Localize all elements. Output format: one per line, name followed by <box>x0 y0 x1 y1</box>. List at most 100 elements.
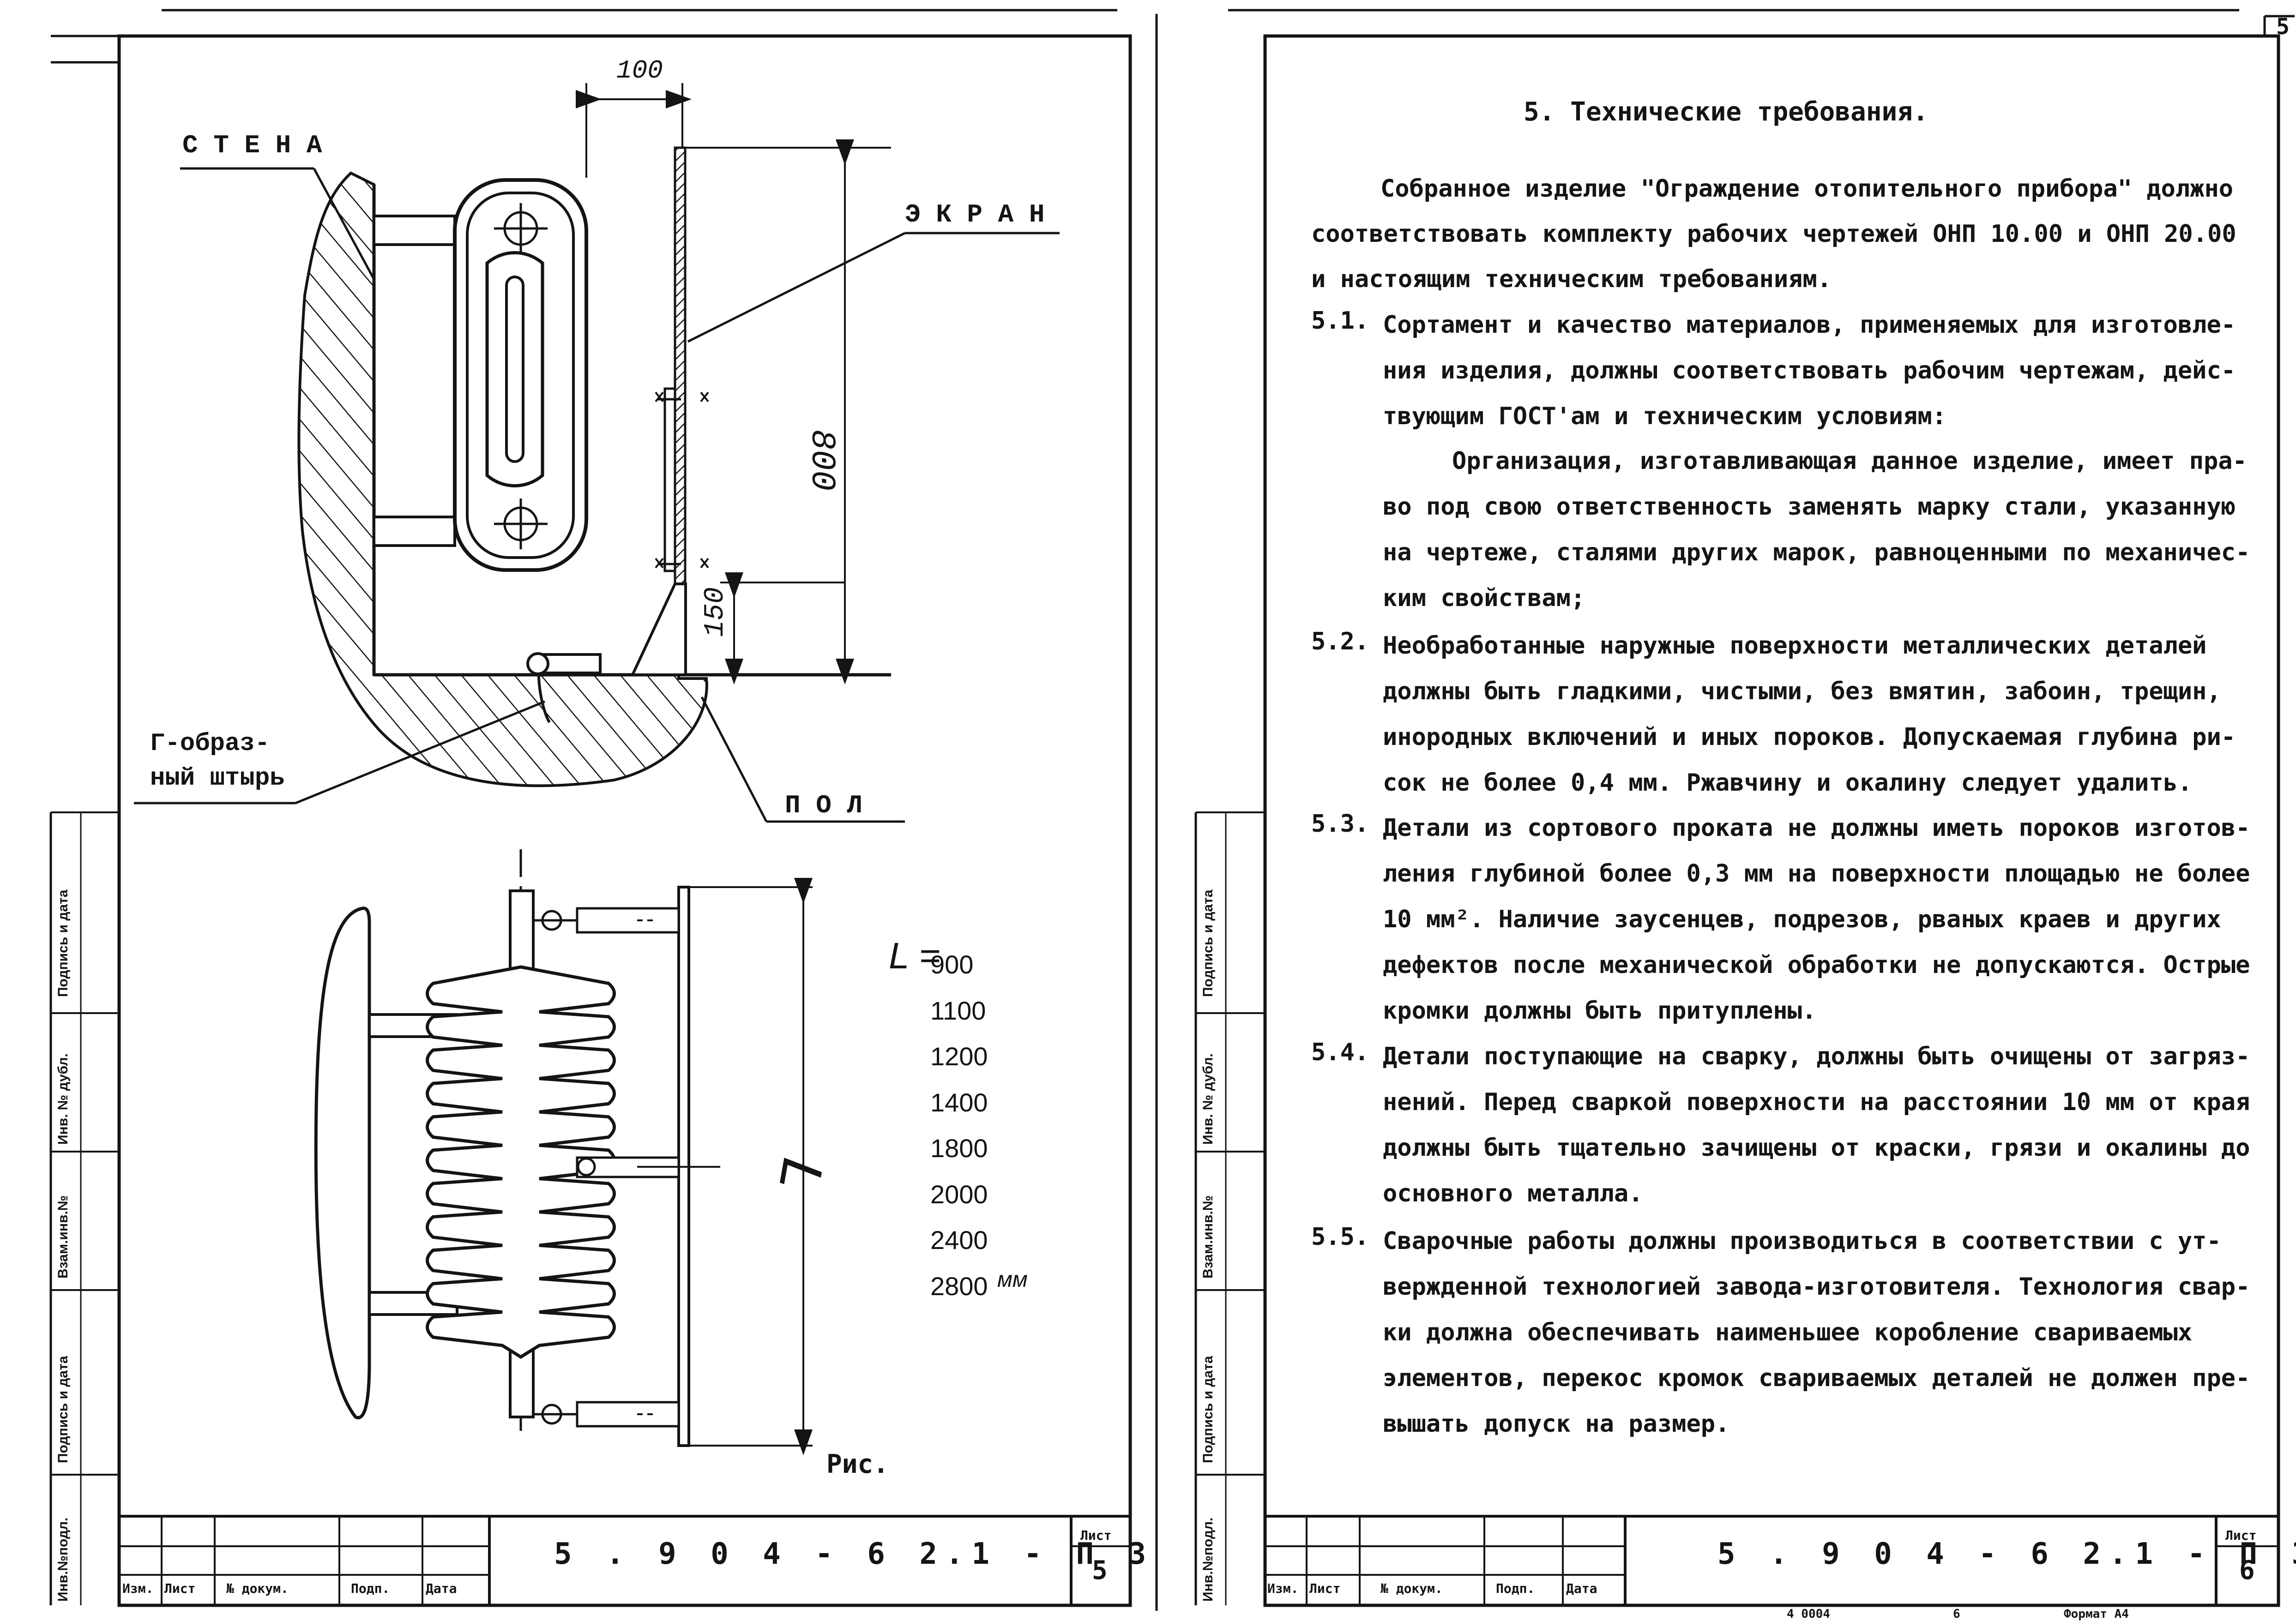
item-line: Детали из сортового проката не должны им… <box>1383 814 2250 842</box>
corner-page-mark: 5 <box>2276 14 2290 40</box>
item-line: ки должна обеспечивать наименьшее коробл… <box>1383 1319 2193 1346</box>
label-screen: Э К Р А Н <box>905 200 1044 229</box>
stamp-header-izm: Изм. <box>1267 1581 1299 1596</box>
length-value: 2400 <box>930 1225 988 1255</box>
stamp-header-sign: Подп. <box>1496 1581 1535 1596</box>
item-number: 5.1. <box>1311 307 1369 335</box>
item-line: Организация, изготавливающая данное изде… <box>1452 447 2247 475</box>
item-line: ким свойствам; <box>1383 584 1585 612</box>
dim-100: 100 <box>616 56 663 85</box>
stamp-header-doc: № докум. <box>1380 1581 1443 1596</box>
label-pin-line2: ный штырь <box>150 764 285 792</box>
item-line: Необработанные наружные поверхности мета… <box>1383 632 2207 660</box>
sheet-label: Лист <box>2225 1528 2257 1543</box>
section-title: 5. Технические требования. <box>1524 97 1928 127</box>
side-stamp-dup: Инв. № дубл. <box>55 1053 71 1145</box>
item-line: 10 мм². Наличие заусенцев, подрезов, рва… <box>1383 906 2221 933</box>
item-line: элементов, перекос кромок свариваемых де… <box>1383 1364 2250 1392</box>
document-code: 5 . 9 0 4 - 6 2.1 - П З <box>1717 1537 2296 1571</box>
side-stamp-dup: Инв. № дубл. <box>1200 1053 1216 1145</box>
item-line: инородных включений и иных пороков. Допу… <box>1383 723 2236 751</box>
item-line: нений. Перед сваркой поверхности на расс… <box>1383 1088 2250 1116</box>
length-value: 1400 <box>930 1087 988 1117</box>
length-value: 900 <box>930 950 974 979</box>
item-number: 5.4. <box>1311 1039 1369 1066</box>
intro-line: Собранное изделие "Ограждение отопительн… <box>1380 175 2234 203</box>
footer-copy: 6 <box>1953 1607 1960 1621</box>
requirement-item: Сварочные работы должны производиться в … <box>1383 1219 2251 1447</box>
stamp-header-sign: Подп. <box>351 1581 390 1596</box>
dim-800: 800 <box>802 429 841 491</box>
document-code: 5 . 9 0 4 - 6 2.1 - П З <box>554 1537 1155 1571</box>
requirement-item: Организация, изготавливающая данное изде… <box>1383 438 2251 621</box>
side-stamp-inv-orig: Инв.№подл. <box>55 1517 71 1602</box>
item-line: Детали поступающие на сварку, должны быт… <box>1383 1043 2250 1070</box>
length-value: 2800 <box>930 1271 988 1301</box>
footer-inventory: 4 0004 <box>1787 1607 1830 1621</box>
length-value: 2000 <box>930 1179 988 1209</box>
section-view: 100 800 150 С Т Е Н А Э К Р А Н П О Л Г-… <box>134 56 1060 823</box>
label-floor: П О Л <box>785 791 862 820</box>
item-line: ния изделия, должны соответствовать рабо… <box>1383 357 2236 384</box>
radiator-fins <box>426 965 616 1359</box>
item-number: 5.5. <box>1311 1223 1369 1251</box>
requirement-item: Необработанные наружные поверхности мета… <box>1383 623 2251 806</box>
label-pin-line1: Г-образ- <box>150 730 270 758</box>
left-sheet-frame <box>49 9 1158 1611</box>
side-stamp-replace: Взам.инв.№ <box>1200 1195 1216 1279</box>
side-stamp-inv-orig: Инв.№подл. <box>1200 1517 1216 1602</box>
length-value: 1100 <box>930 996 986 1025</box>
dim-L: L <box>760 1151 833 1198</box>
item-line: во под свою ответственность заменять мар… <box>1383 493 2236 521</box>
sheet-label: Лист <box>1080 1528 1112 1543</box>
left-title-block <box>119 1515 1130 1605</box>
right-title-block <box>1265 1515 2278 1605</box>
wall-section <box>297 171 708 787</box>
intro-line: соответствовать комплекту рабочих чертеж… <box>1311 220 2236 248</box>
side-stamp-sign-date: Подпись и дата <box>1200 1356 1216 1463</box>
requirement-item: Детали поступающие на сварку, должны быт… <box>1383 1034 2251 1217</box>
stamp-header-izm: Изм. <box>122 1581 154 1596</box>
label-wall: С Т Е Н А <box>182 131 322 160</box>
stamp-header-list: Лист <box>164 1581 196 1596</box>
side-stamp-sign-date-2: Подпись и дата <box>1200 889 1216 997</box>
item-number: 5.2. <box>1311 628 1369 655</box>
side-stamp-sign-date: Подпись и дата <box>55 1356 71 1463</box>
stamp-header-date: Дата <box>1566 1581 1597 1596</box>
item-line: вержденной технологией завода-изготовите… <box>1383 1273 2250 1301</box>
figure-label: Рис. <box>826 1449 889 1479</box>
dim-150: 150 <box>700 587 731 637</box>
item-line: основного металла. <box>1383 1180 1643 1207</box>
item-line: должны быть гладкими, чистыми, без вмяти… <box>1383 678 2221 705</box>
stamp-header-date: Дата <box>426 1581 457 1596</box>
intro-line: и настоящим техническим требованиям. <box>1311 265 1832 293</box>
item-line: дефектов после механической обработки не… <box>1383 951 2250 979</box>
plan-view: L <box>314 849 833 1455</box>
item-line: вышать допуск на размер. <box>1383 1410 1730 1438</box>
item-line: ления глубиной более 0,3 мм на поверхнос… <box>1383 860 2250 888</box>
intro-paragraph: Собранное изделие "Ограждение отопительн… <box>1311 166 2248 302</box>
stamp-header-list: Лист <box>1309 1581 1341 1596</box>
requirement-item: Сортамент и качество материалов, применя… <box>1383 302 2251 439</box>
requirement-item: Детали из сортового проката не должны им… <box>1383 805 2251 1034</box>
item-line: Сортамент и качество материалов, применя… <box>1383 311 2236 339</box>
length-prefix: L = <box>889 935 940 976</box>
side-stamp-sign-date-2: Подпись и дата <box>55 889 71 997</box>
screen-section <box>674 146 687 585</box>
item-line: сок не более 0,4 мм. Ржавчину и окалину … <box>1383 769 2193 797</box>
item-line: твующим ГОСТ'ам и техническим условиям: <box>1383 402 1946 430</box>
footer-format: Формат А4 <box>2064 1607 2129 1621</box>
sheet-number: 6 <box>2239 1555 2255 1585</box>
length-value: 1200 <box>930 1042 988 1071</box>
item-line: на чертеже, сталями других марок, равноц… <box>1383 539 2250 566</box>
length-value: 1800 <box>930 1134 988 1163</box>
item-line: должны быть тщательно зачищены от краски… <box>1383 1134 2250 1162</box>
stamp-header-doc: № докум. <box>226 1581 289 1596</box>
side-stamp-replace: Взам.инв.№ <box>55 1195 71 1279</box>
sheet-number: 5 <box>1092 1555 1108 1585</box>
length-unit: мм <box>997 1267 1028 1292</box>
length-values: 900 1100 1200 1400 1800 2000 2400 2800 <box>930 942 988 1309</box>
item-number: 5.3. <box>1311 810 1369 838</box>
item-line: Сварочные работы должны производиться в … <box>1383 1227 2221 1255</box>
